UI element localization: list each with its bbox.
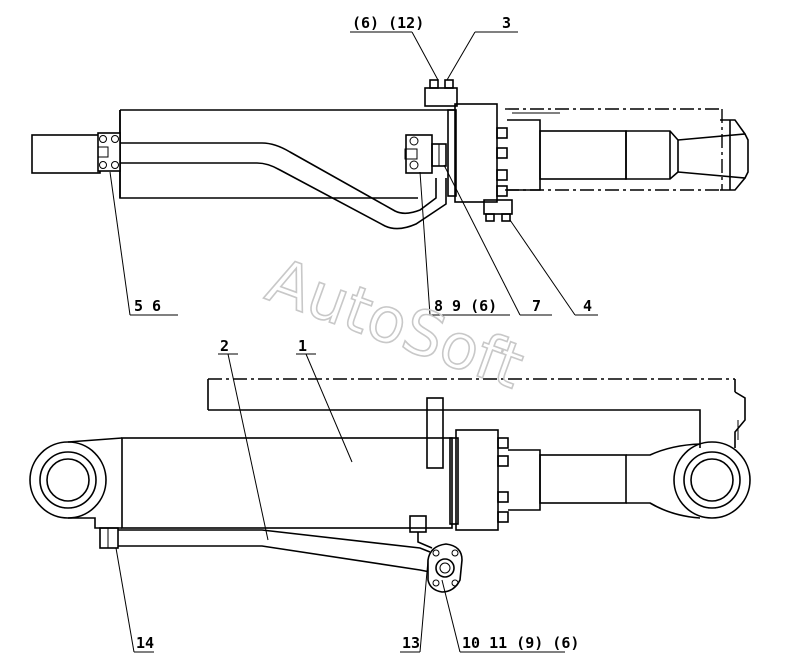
label-6-12: (6) (12) xyxy=(352,14,424,32)
eye-right xyxy=(673,441,751,519)
label-14: 14 xyxy=(136,634,154,652)
fitting-top xyxy=(424,87,458,107)
label-5-6: 5 6 xyxy=(134,297,161,315)
flange-bottom xyxy=(455,429,499,531)
top-leaders xyxy=(109,31,598,316)
pipe-top xyxy=(112,142,447,230)
eye-left xyxy=(29,441,107,519)
top-view xyxy=(31,79,749,230)
pipe-bottom xyxy=(118,529,431,573)
label-10-11-9-6: 10 11 (9) (6) xyxy=(462,634,579,652)
rod-bottom xyxy=(539,454,627,504)
label-13: 13 xyxy=(402,634,420,652)
label-2: 2 xyxy=(220,337,229,355)
rod-end-block-top xyxy=(31,134,101,174)
label-7: 7 xyxy=(532,297,541,315)
flange-top xyxy=(454,103,498,203)
callout-labels: (6) (12) 3 5 6 8 9 (6) 7 4 2 1 14 13 10 … xyxy=(134,14,592,652)
label-1: 1 xyxy=(298,337,307,355)
rod-top xyxy=(539,130,627,180)
label-4: 4 xyxy=(583,297,592,315)
bottom-leaders xyxy=(115,353,565,653)
bracket-bottom xyxy=(426,397,444,469)
bottom-view xyxy=(29,378,751,593)
label-3: 3 xyxy=(502,14,511,32)
clamp-left-top xyxy=(97,132,121,172)
label-8-9-6: 8 9 (6) xyxy=(434,297,497,315)
barrel-bottom xyxy=(121,437,453,529)
